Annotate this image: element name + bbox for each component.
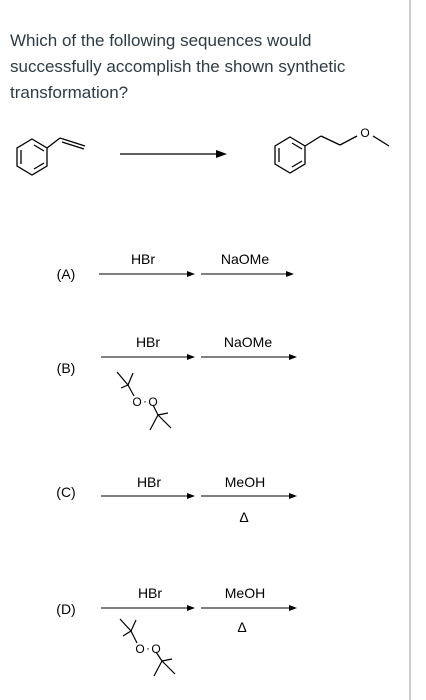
option-c-label: (C) — [56, 484, 75, 500]
option-d-peroxide-dot: · — [146, 641, 150, 655]
option-b-label: (B) — [57, 360, 76, 376]
option-b-peroxide-oxygen-1: O — [132, 395, 141, 409]
option-d-peroxide-structure: O · O — [119, 618, 176, 677]
product-structure: O — [274, 126, 390, 174]
option-d-reagent-1: HBr — [138, 585, 162, 601]
panel-divider — [409, 0, 411, 700]
option-a-reagent-2: NaOMe — [221, 251, 269, 267]
option-d-reagent-2: MeOH — [225, 585, 265, 601]
product-oxygen-atom: O — [360, 126, 369, 140]
option-d: (D) HBr MeOH Δ O · — [56, 585, 297, 677]
main-reaction-arrow — [120, 150, 227, 158]
option-d-peroxide-oxygen-1: O — [135, 642, 144, 656]
option-b-peroxide-structure: O · O — [116, 371, 172, 431]
option-b-reagent-1: HBr — [136, 334, 160, 350]
option-b: (B) HBr NaOMe O · O — [57, 334, 297, 431]
option-d-label: (D) — [56, 601, 75, 617]
option-a: (A) HBr NaOMe — [57, 251, 294, 282]
option-d-heat-symbol: Δ — [237, 619, 246, 635]
option-c-reagent-1: HBr — [137, 474, 161, 490]
option-b-reagent-2: NaOMe — [224, 334, 272, 350]
question-text: Which of the following sequences would s… — [10, 31, 346, 102]
option-a-label: (A) — [57, 266, 76, 282]
option-b-peroxide-dot: · — [143, 394, 147, 408]
option-c-reagent-2: MeOH — [225, 474, 265, 490]
option-b-peroxide-oxygen-2: O — [148, 395, 157, 409]
option-c: (C) HBr MeOH Δ — [56, 474, 297, 525]
option-d-peroxide-oxygen-2: O — [151, 642, 160, 656]
option-a-reagent-1: HBr — [131, 251, 155, 267]
option-c-heat-symbol: Δ — [239, 509, 248, 525]
reactant-styrene-structure — [16, 137, 86, 176]
